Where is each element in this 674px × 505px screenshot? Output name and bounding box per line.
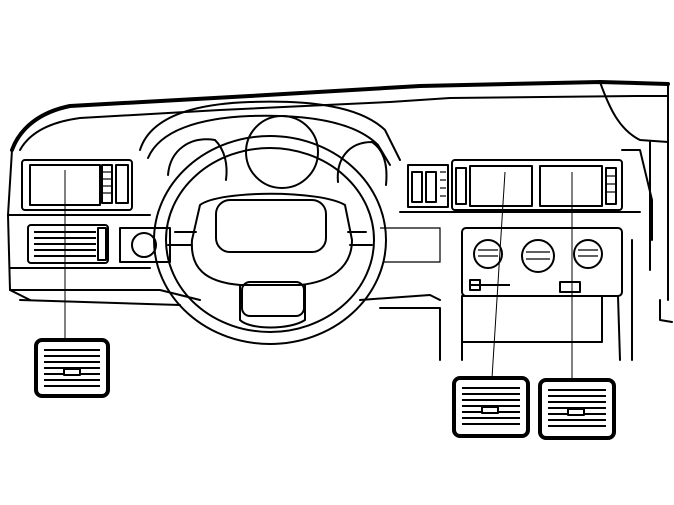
instrument-hood-inner <box>147 114 391 166</box>
climate-knob-left <box>473 239 503 269</box>
console-radio-slot <box>461 295 603 343</box>
dashboard-lower-fascia <box>19 299 441 361</box>
center-switch-buttons <box>411 171 446 203</box>
steering-wheel-rim-inner <box>165 147 375 333</box>
left-lower-vent <box>27 224 109 264</box>
steering-wheel-spoke-right <box>347 231 373 246</box>
steering-column-pad <box>241 281 305 317</box>
steering-wheel-hub <box>190 192 353 286</box>
right-dash-trim <box>621 149 673 323</box>
speedometer-gauge <box>245 115 319 189</box>
steering-wheel-spoke-left <box>167 231 197 246</box>
detail-vent-center-left <box>452 376 530 438</box>
steering-wheel-rim-outer <box>153 135 387 345</box>
dashboard-right-side <box>649 83 669 301</box>
instrument-hood <box>139 100 401 161</box>
center-vent-wheels <box>455 167 617 205</box>
light-switch-knob <box>131 232 157 258</box>
dashboard-top-inner <box>19 95 641 151</box>
climate-slider <box>469 279 581 293</box>
dashboard-mid-line <box>7 211 641 216</box>
left-lower-vent-knob <box>97 227 107 261</box>
console-lower <box>461 239 633 361</box>
left-gauge <box>167 138 228 181</box>
climate-knob-right <box>573 239 603 269</box>
center-vent-left-opening <box>469 165 533 207</box>
dashboard-left-side <box>7 149 31 301</box>
center-switches-left <box>407 164 449 208</box>
dashboard-lower-edge <box>9 267 441 301</box>
dashboard-top-edge <box>10 80 670 152</box>
center-vent-wiring-hint <box>380 227 441 263</box>
detail-vent-center-right <box>538 378 616 440</box>
steering-hub-pad <box>215 199 327 253</box>
center-vent-housing <box>451 159 623 211</box>
left-upper-switch <box>115 164 129 204</box>
climate-knob-center <box>521 239 555 273</box>
left-upper-vent-housing <box>21 159 133 211</box>
steering-wheel-lower-spoke <box>239 284 306 329</box>
center-vent-right-opening <box>539 165 603 207</box>
detail-vent-left <box>34 338 110 398</box>
dashboard-right-hood <box>599 81 669 143</box>
leader-center-left <box>491 171 506 379</box>
right-gauge <box>336 141 388 186</box>
left-upper-vent-wheel <box>101 164 113 204</box>
